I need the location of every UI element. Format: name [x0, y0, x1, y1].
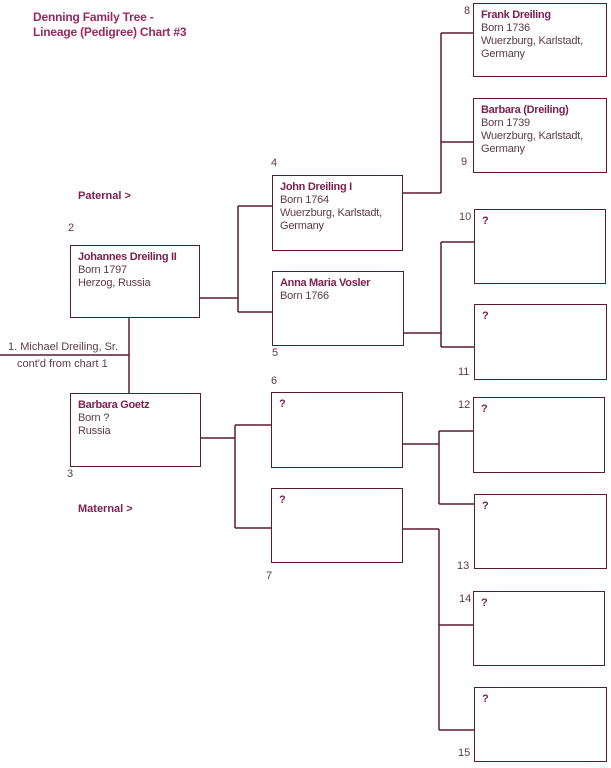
person-box-10: ?	[474, 209, 606, 284]
person-number-9: 9	[461, 156, 468, 168]
person-name: Anna Maria Vosler	[280, 277, 371, 289]
person-detail: Germany	[481, 143, 525, 155]
person-detail: Wuerzburg, Karlstadt,	[280, 207, 382, 219]
person-box-2: Johannes Dreiling II Born 1797 Herzog, R…	[70, 245, 200, 318]
chart-title-line2: Lineage (Pedigree) Chart #3	[33, 25, 187, 39]
person-number-13: 13	[457, 560, 470, 572]
person-name: John Dreiling I	[280, 181, 352, 193]
person-name: ?	[482, 310, 489, 322]
person-detail: Born 1797	[78, 264, 127, 276]
person-detail: Wuerzburg, Karlstadt,	[481, 130, 583, 142]
person-name: ?	[482, 215, 489, 227]
person-name: Barbara Goetz	[78, 399, 150, 411]
maternal-label: Maternal >	[78, 503, 133, 515]
person-number-12: 12	[458, 399, 471, 411]
person-box-15: ?	[474, 687, 607, 762]
person-detail: Wuerzburg, Karlstadt,	[481, 35, 583, 47]
person-name: ?	[481, 403, 488, 415]
person-box-9: Barbara (Dreiling) Born 1739 Wuerzburg, …	[473, 98, 607, 173]
person-detail: Russia	[78, 425, 111, 437]
person-number-3: 3	[67, 468, 74, 480]
person-name: ?	[482, 693, 489, 705]
chart-title-line1: Denning Family Tree -	[33, 10, 154, 24]
person-name: Johannes Dreiling II	[78, 251, 177, 263]
paternal-label: Paternal >	[78, 190, 131, 202]
person-number-7: 7	[266, 570, 273, 582]
person-number-6: 6	[271, 375, 278, 387]
person-box-11: ?	[474, 304, 607, 380]
person-box-7: ?	[271, 488, 403, 563]
person-detail: Herzog, Russia	[78, 277, 151, 289]
person-name: ?	[279, 494, 286, 506]
person-detail: Germany	[481, 48, 525, 60]
person-name: ?	[481, 597, 488, 609]
person-box-6: ?	[271, 392, 403, 468]
person-detail: Born 1766	[280, 290, 329, 302]
chart-title: Denning Family Tree - Lineage (Pedigree)…	[33, 10, 187, 40]
person-detail: Born 1736	[481, 22, 530, 34]
root-person-label: 1. Michael Dreiling, Sr.	[8, 341, 119, 353]
person-name: ?	[482, 500, 489, 512]
person-name: Barbara (Dreiling)	[481, 104, 569, 116]
person-number-2: 2	[68, 222, 75, 234]
person-detail: Born ?	[78, 412, 110, 424]
person-box-5: Anna Maria Vosler Born 1766	[272, 271, 404, 346]
person-detail: Born 1764	[280, 194, 329, 206]
person-number-10: 10	[459, 211, 472, 223]
person-box-14: ?	[473, 591, 605, 666]
root-person-note: cont'd from chart 1	[17, 358, 108, 370]
person-number-5: 5	[272, 347, 279, 359]
person-box-13: ?	[474, 494, 607, 569]
person-name: ?	[279, 398, 286, 410]
person-detail: Germany	[280, 220, 324, 232]
person-box-3: Barbara Goetz Born ? Russia	[70, 393, 201, 467]
person-number-15: 15	[458, 747, 471, 759]
person-box-12: ?	[473, 397, 605, 473]
person-number-14: 14	[459, 593, 472, 605]
person-number-4: 4	[271, 157, 278, 169]
person-number-8: 8	[464, 5, 471, 17]
person-detail: Born 1739	[481, 117, 530, 129]
person-number-11: 11	[458, 366, 470, 378]
person-name: Frank Dreiling	[481, 9, 551, 21]
person-box-4: John Dreiling I Born 1764 Wuerzburg, Kar…	[272, 175, 403, 251]
person-box-8: Frank Dreiling Born 1736 Wuerzburg, Karl…	[473, 3, 607, 77]
